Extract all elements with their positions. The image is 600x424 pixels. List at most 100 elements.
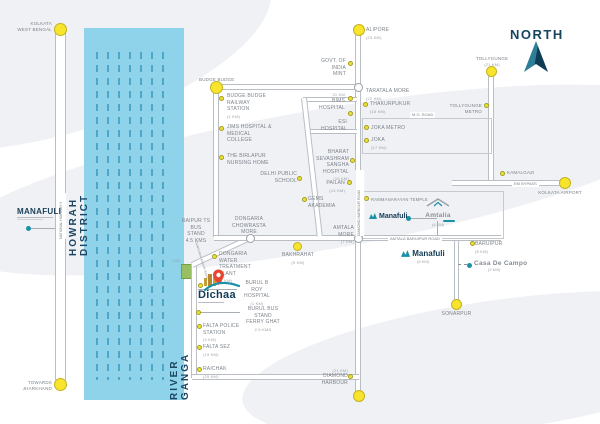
poi-esi: ESI HOSPITAL [321, 119, 347, 132]
poi-alipore: ALIPORE(23 KM) [366, 27, 390, 40]
dichaa-location-pin-icon [213, 269, 224, 285]
marker-kolkata [54, 23, 67, 36]
poi-sonarpur: SONARPUR [441, 311, 472, 317]
dichaa-tagline-rule [198, 302, 224, 303]
label-river-ganga: RIVER GANGA [169, 352, 191, 400]
poi-gems-akademia: GEMS AKADEMIA [308, 196, 336, 209]
road-bims-stub [303, 97, 357, 102]
poi-raipur-bus-stand: RAIPUR TS BUS STAND 4.5 KMS [181, 218, 211, 244]
casa-de-campo-name: Casa De Campo [474, 260, 528, 267]
poi-thakurpukur: THAKURPUKUR(16 KM) [370, 101, 411, 114]
poi-falta-police: FALTA POLICE STATION(4 KM) [203, 323, 240, 342]
marker-jharkhand [54, 378, 67, 391]
dot-jims [219, 126, 224, 131]
road-esi-stub [306, 129, 357, 134]
river-current-dashes [151, 52, 153, 380]
road-casa-branch [454, 241, 459, 303]
dot-joka [364, 138, 369, 143]
poi-birlapur: THE BIRLAPUR NURSING HOME [227, 153, 269, 166]
label-amtala-baruipur-road: AMTALA BARUIPUR ROAD [388, 236, 442, 242]
road-bottom [192, 374, 359, 380]
road-riverside [191, 262, 197, 378]
dot-thakurpukur [363, 102, 368, 107]
dot-dps [297, 176, 302, 181]
poi-tollygunge-metro: TOLLYGUNGE METRO [449, 103, 482, 114]
poi-mint: GOVT. OF INDIA MINT [321, 58, 346, 77]
road-em-bypass [452, 180, 565, 186]
label-howrah-district: HOWRAH DISTRICT [68, 193, 90, 256]
manafuli-south-distance: (5 KM) [417, 259, 429, 264]
manafuli-south-name: Manafuli [412, 249, 445, 258]
label-em-bypass: EM BYPASS [512, 181, 539, 187]
poi-joka-metro: JOKA METRO [371, 125, 406, 131]
north-label: NORTH [510, 27, 564, 42]
poi-kolkata: KOLKATA WEST BENGAL [17, 21, 52, 32]
road-budge-budge [213, 86, 219, 237]
dot-bims [348, 96, 353, 101]
dot-esi [348, 111, 353, 116]
dichaa-buildings-icon [204, 274, 216, 286]
poi-falta-sez: FALTA SEZ(15 KM) [203, 344, 231, 357]
connector-amtalia [437, 221, 438, 236]
manafuli-south-logo: Manafuli (5 KM) [399, 249, 447, 264]
poi-jetty-distance: 1 KM [172, 259, 181, 263]
dichaa-project-logo: Dichaa [198, 281, 250, 303]
marker-bakhrahat [293, 242, 302, 251]
connector-manafuli-left [29, 228, 55, 229]
poi-pailan: PAILAN(14 KM) [326, 180, 345, 193]
manafuli-icon [401, 249, 411, 257]
dot-gems [302, 197, 307, 202]
road-top [213, 84, 360, 90]
amtalia-logo: Amtalia (4 KM) [419, 194, 457, 227]
casa-de-campo-label: Casa De Campo (2 KM) [474, 260, 536, 272]
dichaa-name: Dichaa [198, 289, 236, 301]
dichaa-wave-icon [204, 281, 240, 292]
dot-temple [364, 196, 369, 201]
river-ganga-water [84, 28, 184, 400]
poi-baruipur: BARUIPUR(8 KM) [475, 241, 503, 254]
dot-manafuli-north [406, 216, 411, 221]
dot-dwtp [212, 254, 217, 259]
river-current-dashes [107, 52, 109, 380]
marker-alipore [353, 24, 365, 36]
marker-kolkata-airport [559, 177, 571, 189]
manafuli-brand-logo: MANAFULI [17, 207, 62, 216]
poi-tollygunge: TOLLYGUNGE(21 KM) [475, 56, 509, 67]
dot-bharat [350, 158, 355, 163]
poi-taratala: TARATALA MORE(22 KM) [366, 88, 410, 101]
marker-diamond-harbour-end [353, 390, 365, 402]
poi-joka: JOKA(17 KM) [371, 137, 387, 150]
amtalia-distance: (4 KM) [432, 221, 444, 227]
dot-manafuli-left [26, 226, 31, 231]
connector-burul-bus [200, 312, 240, 313]
river-current-dashes [162, 52, 164, 380]
dot-pailan [347, 180, 352, 185]
connector-casa [458, 264, 467, 265]
amtalia-roof-icon [426, 198, 450, 207]
poi-dongaria-chowrasta: DONGARIA CHOWRASTA MORE [232, 216, 266, 235]
marker-tollygunge [486, 66, 497, 77]
poi-jharkhand: TOWARDS JHARKHAND [22, 380, 52, 391]
dot-kamalgazi [500, 171, 505, 176]
amtalia-accent [443, 220, 455, 222]
junction-dongaria-chowrasta [246, 234, 255, 243]
marker-sonarpur [451, 299, 462, 310]
label-national-highway: NATIONAL HIGHWAY 6 [57, 193, 67, 239]
road-dongaria-amtala [214, 235, 358, 241]
poi-dps: DELHI PUBLIC SCHOOL [260, 171, 297, 184]
amtalia-name: Amtalia [425, 212, 451, 219]
river-current-dashes [118, 52, 120, 380]
dot-bb-station [219, 96, 224, 101]
junction-taratala-more [354, 83, 363, 92]
river-current-dashes [140, 52, 142, 380]
dot-raichak [197, 367, 202, 372]
casa-de-campo-distance: (2 KM) [488, 267, 500, 272]
poi-rammanarayan-temple: RAMMANARAYAN TEMPLE [371, 197, 428, 202]
poi-bb-station: BUDGE BUDGE RAILWAY STATION(1 KM) [227, 93, 267, 119]
connector-manafuli-north [410, 218, 437, 219]
marker-budge-budge [210, 81, 223, 94]
dot-mint [348, 61, 353, 66]
label-mg-road: M.G. ROAD [410, 112, 436, 118]
